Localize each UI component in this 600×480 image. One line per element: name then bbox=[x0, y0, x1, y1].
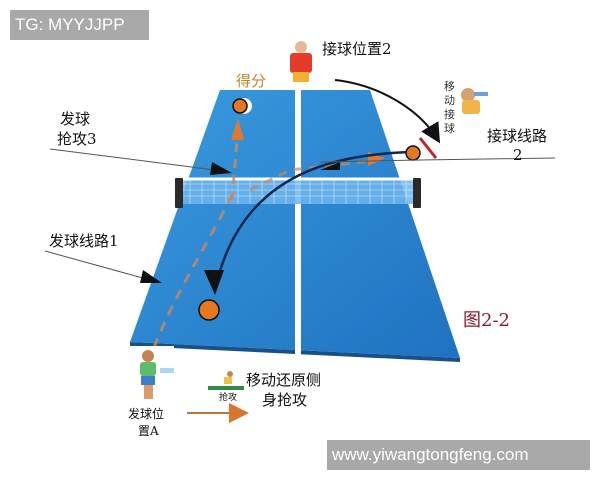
move-receive-arrow bbox=[334, 79, 441, 144]
ball-landing-icon bbox=[198, 299, 220, 321]
receive-route-path bbox=[213, 150, 411, 291]
score-label: 得分 bbox=[236, 72, 267, 90]
racket-icon bbox=[418, 137, 438, 159]
serve-position-label-line2: 置A bbox=[138, 424, 159, 438]
serve-route-pointer bbox=[44, 250, 151, 281]
move-receive-label: 移 动 接 球 bbox=[444, 80, 455, 135]
watermark-top: TG: MYYJJPP bbox=[10, 10, 149, 40]
ball-score-icon bbox=[232, 98, 248, 114]
player-moving-icon bbox=[461, 88, 488, 114]
receive-route-label-line1: 接球线路 bbox=[487, 127, 548, 145]
move-back-label-line2: 身抢攻 bbox=[262, 391, 308, 409]
receive-position-label: 接球位置2 bbox=[322, 40, 392, 58]
player-receiver-icon bbox=[290, 41, 312, 82]
ball-receive-icon bbox=[405, 145, 421, 161]
serve-attack-label-line2: 抢攻3 bbox=[57, 130, 97, 148]
receive-route-pointer bbox=[419, 157, 556, 161]
serve-attack-label-line1: 发球 bbox=[60, 110, 91, 128]
serve-attack-path bbox=[230, 129, 240, 201]
serve-attack-pointer bbox=[49, 148, 216, 171]
serve-position-label-line1: 发球位 bbox=[128, 407, 165, 421]
figure-title: 图2-2 bbox=[463, 310, 510, 331]
move-back-label-line1: 移动还原侧 bbox=[246, 371, 322, 389]
serve-attack-arrowhead-icon bbox=[231, 118, 244, 140]
table-top bbox=[130, 90, 460, 362]
serve-route-label: 发球线路1 bbox=[49, 232, 119, 250]
attack-small-label: 抢攻 bbox=[219, 393, 238, 403]
receive-route-label-line2: 2 bbox=[513, 146, 523, 164]
watermark-bottom: www.yiwangtongfeng.com bbox=[327, 440, 590, 470]
net bbox=[175, 177, 421, 208]
player-attack-icon bbox=[208, 371, 244, 390]
player-server-icon bbox=[124, 346, 174, 400]
